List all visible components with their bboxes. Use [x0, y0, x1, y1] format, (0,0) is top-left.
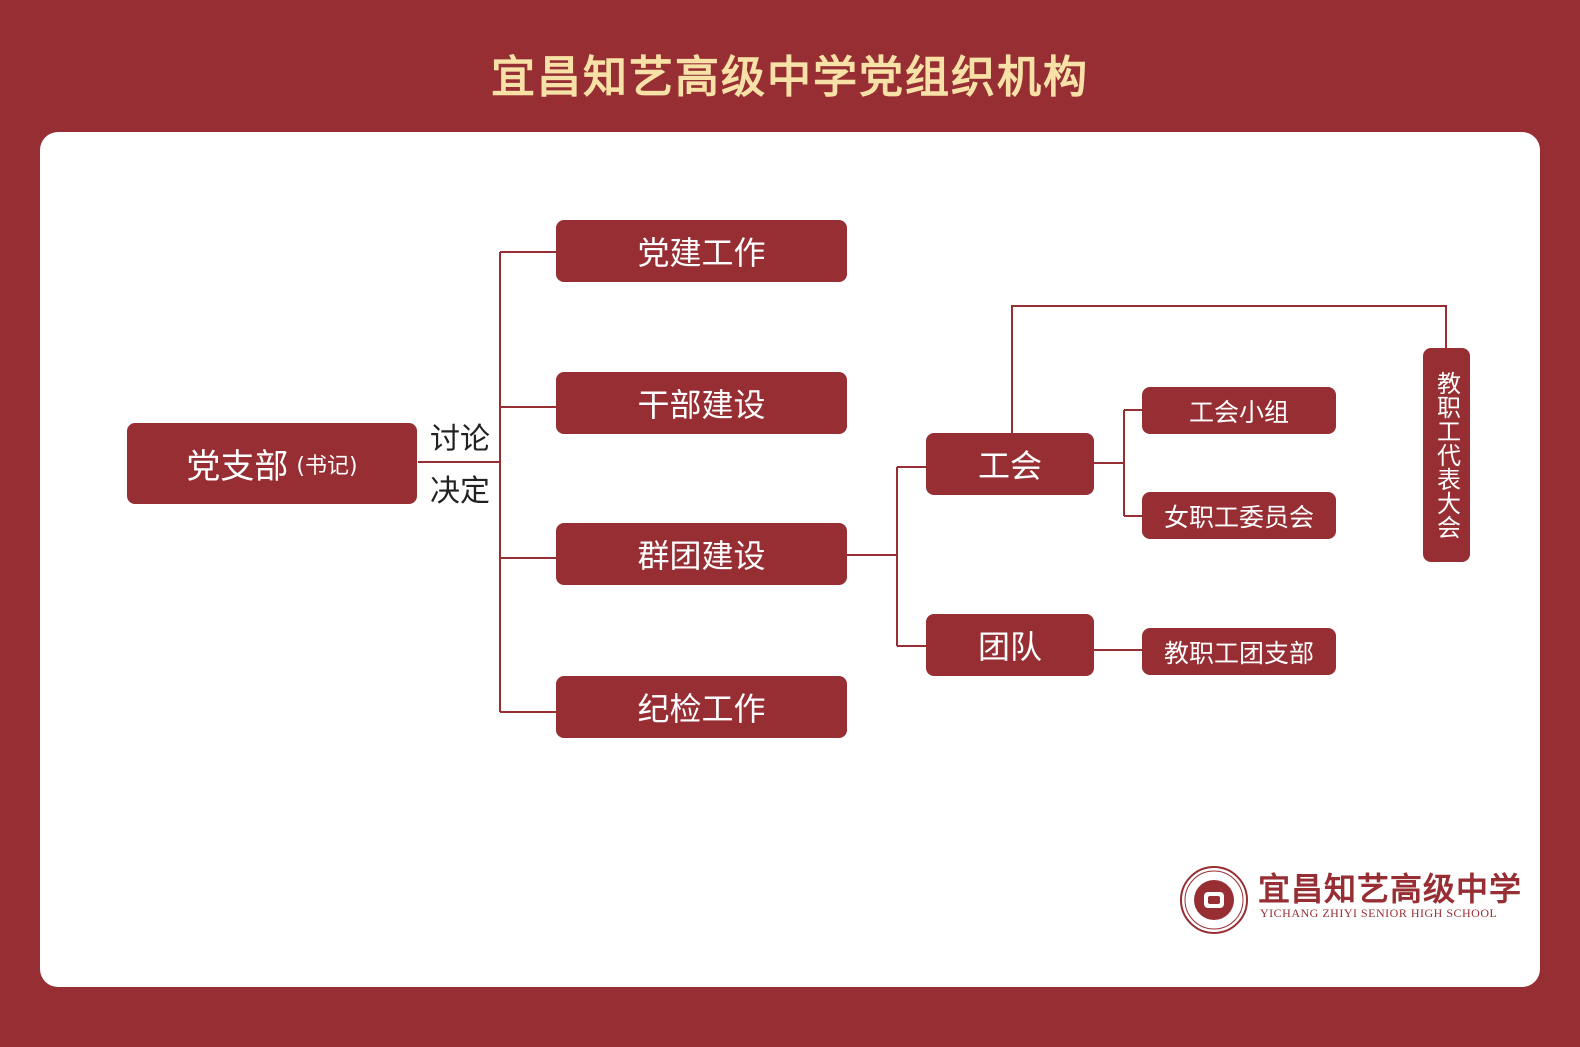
union-child-node: 工会小组: [1142, 387, 1336, 434]
branch-node: 党建工作: [556, 220, 847, 282]
root-node-label: 党支部: [186, 447, 289, 487]
branch-node: 纪检工作: [556, 676, 847, 738]
congress-node: 教职工代表大会: [1423, 348, 1470, 562]
congress-connector: [1011, 305, 1447, 433]
school-emblem-icon: [1180, 866, 1248, 934]
page-title: 宜昌知艺高级中学党组织机构: [491, 52, 1089, 103]
edge-label-decide: 决定: [430, 474, 490, 509]
logo-school-name: 宜昌知艺高级中学: [1258, 870, 1523, 908]
branch-node: 群团建设: [556, 523, 847, 585]
group-node-team: 团队: [926, 614, 1094, 676]
union-child-node: 女职工委员会: [1142, 492, 1336, 539]
school-logo: 宜昌知艺高级中学 YICHANG ZHIYI SENIOR HIGH SCHOO…: [1178, 860, 1530, 940]
root-node-sublabel: (书记): [296, 453, 358, 479]
team-child-node: 教职工团支部: [1142, 628, 1336, 675]
root-node: 党支部 (书记): [127, 423, 417, 504]
group-node-union: 工会: [926, 433, 1094, 495]
branch-node: 干部建设: [556, 372, 847, 434]
edge-label-discuss: 讨论: [430, 422, 490, 457]
logo-school-name-en: YICHANG ZHIYI SENIOR HIGH SCHOOL: [1260, 906, 1498, 920]
